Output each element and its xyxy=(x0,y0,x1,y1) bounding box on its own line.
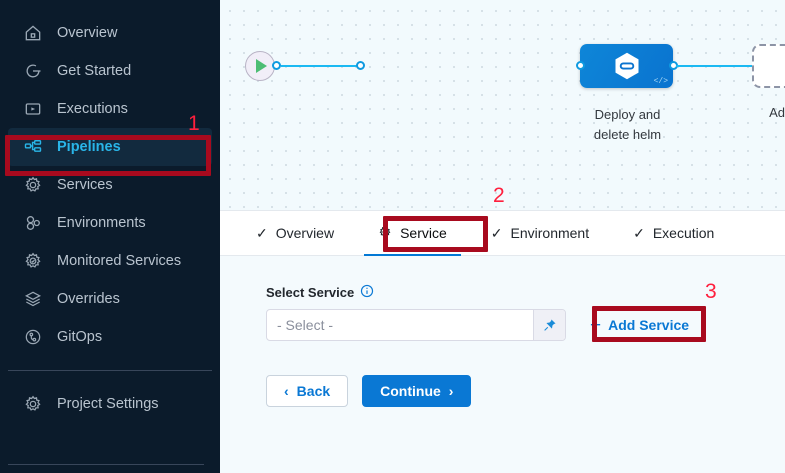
form-actions: ‹ Back Continue › xyxy=(266,375,785,407)
check-icon: ✓ xyxy=(256,225,268,241)
harness-hexagon-icon xyxy=(615,52,638,79)
sidebar-item-monitored-services[interactable]: Monitored Services xyxy=(8,242,212,280)
sidebar-item-label: Monitored Services xyxy=(57,253,182,269)
back-button[interactable]: ‹ Back xyxy=(266,375,349,407)
pipeline-edge xyxy=(281,65,361,67)
sidebar-item-label: Services xyxy=(57,177,113,193)
sidebar-item-overview[interactable]: Overview xyxy=(8,14,212,52)
executions-icon xyxy=(22,98,44,120)
sidebar-bottom-divider xyxy=(8,464,204,465)
add-stage-label: Add Stage xyxy=(769,105,785,120)
sidebar-item-label: GitOps xyxy=(57,329,103,345)
home-icon xyxy=(22,22,44,44)
chevron-left-icon: ‹ xyxy=(284,383,289,399)
stage-node-label: Deploy and delete helm xyxy=(593,107,662,142)
sidebar-item-label: Environments xyxy=(57,215,146,231)
continue-label: Continue xyxy=(380,383,441,399)
tab-overview[interactable]: ✓ Overview xyxy=(234,211,356,256)
pin-icon[interactable] xyxy=(533,310,565,340)
sidebar-item-label: Pipelines xyxy=(57,139,121,155)
pipeline-canvas[interactable]: </> Deploy and delete helm + Add Stage xyxy=(220,0,785,210)
sidebar-item-pipelines[interactable]: Pipelines xyxy=(8,128,212,166)
sidebar-item-executions[interactable]: Executions xyxy=(8,90,212,128)
main-content: </> Deploy and delete helm + Add Stage ✓ xyxy=(220,0,785,473)
select-service-row: + Add Service xyxy=(266,309,785,341)
monitored-services-icon xyxy=(22,250,44,272)
select-service-field[interactable] xyxy=(266,309,566,341)
tab-label: Service xyxy=(400,225,447,241)
layers-icon xyxy=(22,288,44,310)
gitops-icon xyxy=(22,326,44,348)
sidebar-item-get-started[interactable]: Get Started xyxy=(8,52,212,90)
back-label: Back xyxy=(296,383,331,399)
sidebar-item-project-settings[interactable]: Project Settings xyxy=(8,385,212,423)
connector-dot xyxy=(576,61,585,70)
connector-dot xyxy=(272,61,281,70)
stage-tab-bar: ✓ Overview Service ✓ Environment ✓ Execu… xyxy=(220,210,785,257)
stage-node-deploy-and-delete-helm[interactable]: </> xyxy=(580,44,673,88)
connector-dot xyxy=(356,61,365,70)
pipeline-edge xyxy=(676,65,756,67)
sidebar: Overview Get Started Executions xyxy=(0,0,220,473)
sidebar-item-services[interactable]: Services xyxy=(8,166,212,204)
pipeline-start-node[interactable] xyxy=(245,51,275,81)
tab-environment[interactable]: ✓ Environment xyxy=(469,211,611,256)
sidebar-item-label: Get Started xyxy=(57,63,132,79)
sidebar-item-label: Overview xyxy=(57,25,118,41)
gear-icon xyxy=(378,225,392,241)
code-badge-icon: </> xyxy=(653,77,668,86)
sidebar-item-gitops[interactable]: GitOps xyxy=(8,318,212,356)
sidebar-item-label: Project Settings xyxy=(57,396,159,412)
select-service-label: Select Service xyxy=(266,285,355,300)
sidebar-item-environments[interactable]: Environments xyxy=(8,204,212,242)
add-stage-button[interactable]: + xyxy=(752,44,785,88)
sidebar-item-label: Executions xyxy=(57,101,128,117)
add-service-button[interactable]: + Add Service xyxy=(584,312,695,339)
chevron-right-icon: › xyxy=(448,383,454,399)
continue-button[interactable]: Continue › xyxy=(362,375,472,407)
environments-icon xyxy=(22,212,44,234)
select-service-label-row: Select Service xyxy=(266,284,785,301)
check-icon: ✓ xyxy=(633,225,645,241)
check-icon: ✓ xyxy=(490,225,503,241)
tab-label: Environment xyxy=(510,225,590,241)
gear-icon xyxy=(22,393,44,415)
gear-icon xyxy=(22,174,44,196)
select-service-input[interactable] xyxy=(267,310,533,340)
info-icon[interactable] xyxy=(360,284,374,301)
plus-icon: + xyxy=(590,314,602,336)
sidebar-item-label: Overrides xyxy=(57,291,120,307)
tab-execution[interactable]: ✓ Execution xyxy=(611,211,736,256)
sidebar-item-overrides[interactable]: Overrides xyxy=(8,280,212,318)
sidebar-divider xyxy=(8,370,212,371)
tab-label: Execution xyxy=(652,225,715,241)
service-form: Select Service xyxy=(220,256,785,473)
pipelines-icon xyxy=(22,136,44,158)
play-icon xyxy=(256,59,267,73)
tab-label: Overview xyxy=(275,225,335,241)
add-service-label: Add Service xyxy=(608,317,690,333)
get-started-icon xyxy=(22,60,44,82)
tab-service[interactable]: Service xyxy=(356,211,469,257)
